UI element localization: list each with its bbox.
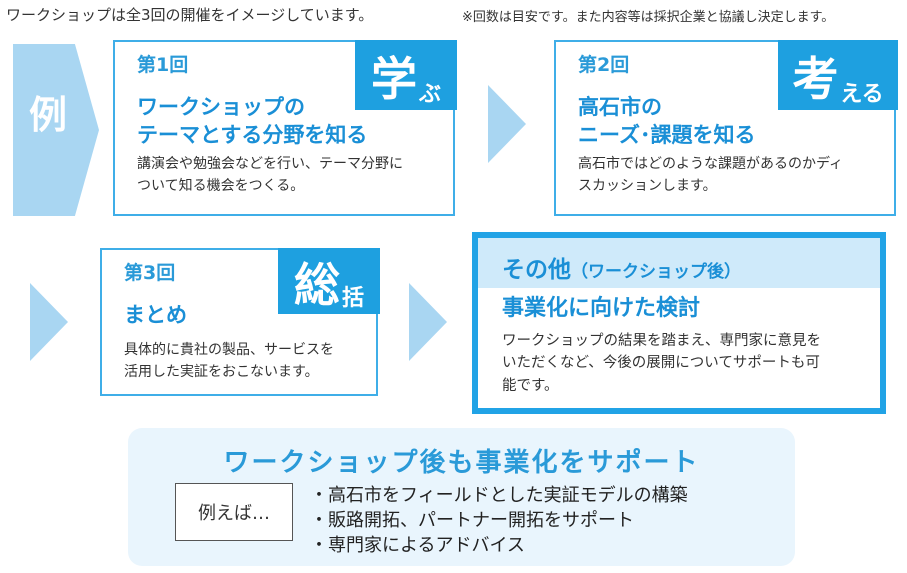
support-title: ワークショップ後も事業化をサポート <box>223 448 700 478</box>
card-title: ワークショップの テーマとする分野を知る <box>137 94 367 149</box>
other-desc-line: 能です。 <box>502 377 559 394</box>
card-desc-line: 高石市ではどのような課題があるのかディ <box>578 156 844 172</box>
badge-main-char: 考 <box>792 52 839 106</box>
badge-think: 考 える <box>778 40 898 110</box>
other-title-main: その他 <box>502 257 571 283</box>
card-desc-line: 講演会や勉強会などを行い、テーマ分野に <box>137 156 403 172</box>
support-panel: ワークショップ後も事業化をサポート 例えば… ・高石市をフィールドとした実証モデ… <box>128 428 795 566</box>
workshop-card-3: 第3回 総 括 まとめ 具体的に貴社の製品、サービスを 活用した実証をおこないま… <box>100 248 380 396</box>
other-title-sub: （ワークショップ後） <box>571 262 741 282</box>
header-note: ワークショップは全3回の開催をイメージしています。 <box>6 6 374 24</box>
flow-arrow <box>409 283 447 361</box>
card-desc-line: 具体的に貴社の製品、サービスを <box>124 342 334 358</box>
support-list-item: ・専門家によるアドバイス <box>310 535 525 556</box>
card-title: まとめ <box>124 302 187 330</box>
round-label: 第3回 <box>124 262 176 284</box>
other-desc-line: ワークショップの結果を踏まえ、専門家に意見を <box>502 333 821 349</box>
card-desc-line: ついて知る機会をつくる。 <box>137 177 305 194</box>
other-heading: 事業化に向けた検討 <box>502 296 701 321</box>
flow-arrow <box>30 283 68 361</box>
card-desc-line: 活用した実証をおこないます。 <box>124 363 319 380</box>
round-label: 第1回 <box>137 54 189 76</box>
workshop-card-1: 第1回 学 ぶ ワークショップの テーマとする分野を知る 講演会や勉強会などを行… <box>113 40 457 216</box>
card-title-line: まとめ <box>124 303 187 327</box>
badge-learn: 学 ぶ <box>355 40 457 110</box>
badge-sub-char: ぶ <box>418 82 441 107</box>
badge-sub-char: える <box>840 82 884 107</box>
other-card-header <box>478 238 880 288</box>
support-list: ・高石市をフィールドとした実証モデルの構築 ・販路開拓、パートナー開拓をサポート… <box>310 483 688 558</box>
other-card: その他（ワークショップ後） 事業化に向けた検討 ワークショップの結果を踏まえ、専… <box>472 232 886 414</box>
example-box: 例えば… <box>175 483 293 541</box>
badge-main-char: 学 <box>370 52 417 106</box>
flow-arrow <box>488 85 526 163</box>
support-list-item: ・高石市をフィールドとした実証モデルの構築 <box>310 485 688 506</box>
card-title-line: テーマとする分野を知る <box>137 122 368 147</box>
card-description: 具体的に貴社の製品、サービスを 活用した実証をおこないます。 <box>124 340 334 383</box>
disclaimer-note: ※回数は目安です。また内容等は採択企業と協議し決定します。 <box>462 10 835 25</box>
card-title-line: 高石市の <box>578 95 662 119</box>
card-title-line: ワークショップの <box>137 95 305 119</box>
badge-summarize: 総 括 <box>278 248 380 314</box>
card-desc-line: スカッションします。 <box>578 177 717 194</box>
card-title-line: ニーズ･課題を知る <box>578 122 756 147</box>
card-description: 高石市ではどのような課題があるのかディ スカッションします。 <box>578 154 843 197</box>
card-description: 講演会や勉強会などを行い、テーマ分野に ついて知る機会をつくる。 <box>137 154 403 197</box>
workshop-card-2: 第2回 考 える 高石市の ニーズ･課題を知る 高石市ではどのような課題があるの… <box>554 40 898 216</box>
example-label: 例 <box>28 93 67 137</box>
round-label: 第2回 <box>578 54 630 76</box>
support-list-item: ・販路開拓、パートナー開拓をサポート <box>310 510 634 531</box>
other-description: ワークショップの結果を踏まえ、専門家に意見を いただくなど、今後の展開についてサ… <box>502 330 821 397</box>
other-desc-line: いただくなど、今後の展開についてサポートも可 <box>502 355 820 372</box>
card-title: 高石市の ニーズ･課題を知る <box>578 94 755 149</box>
badge-sub-char: 括 <box>341 286 364 311</box>
other-title: その他（ワークショップ後） <box>502 250 741 284</box>
badge-main-char: 総 <box>293 258 340 312</box>
